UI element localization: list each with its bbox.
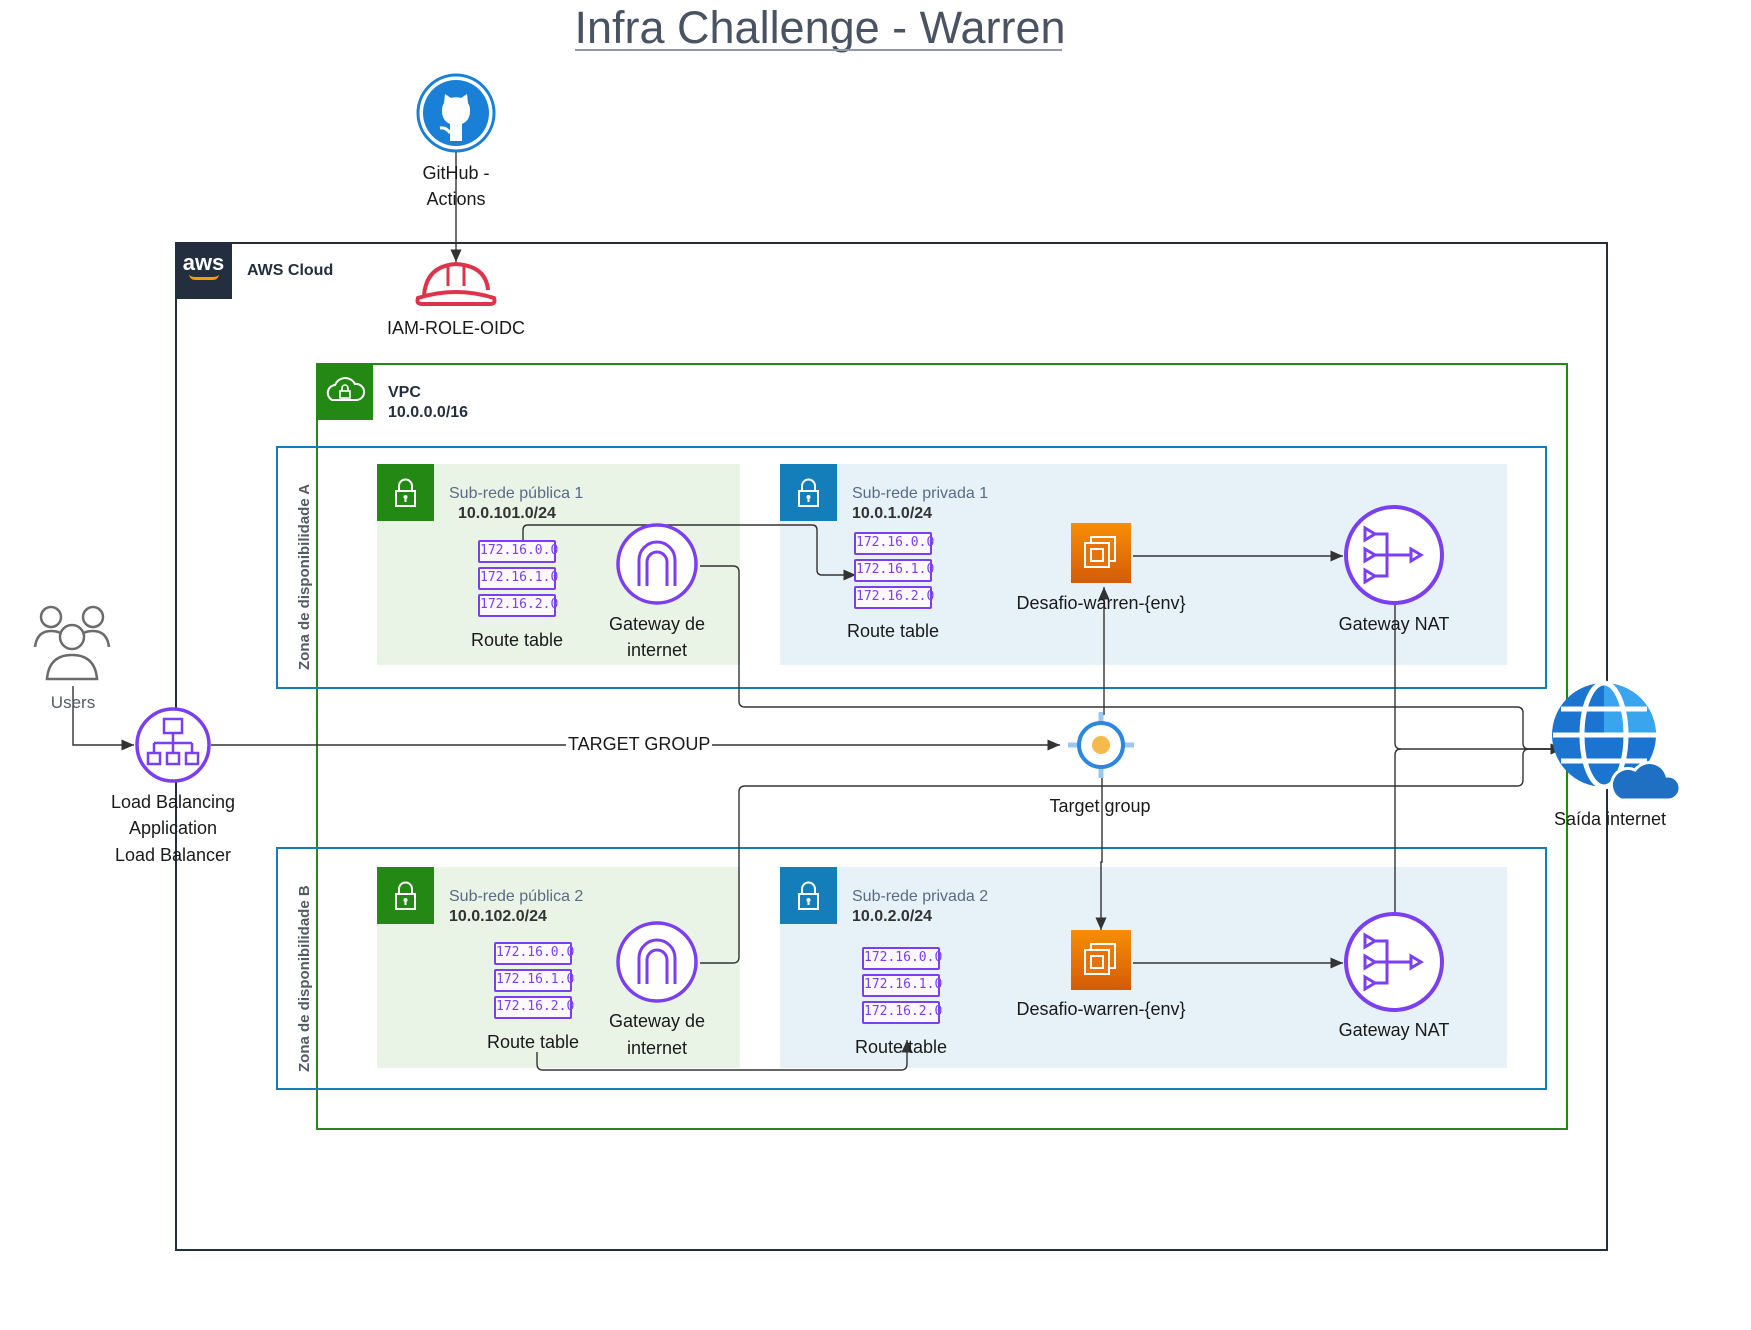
public-subnet-2-cidr: 10.0.102.0/24 <box>449 908 547 925</box>
edge-rt2-rt-priv2 <box>536 1040 913 1071</box>
private-subnet-1-name: Sub-rede privada 1 <box>852 485 989 502</box>
private-subnet-1-lock-icon <box>780 464 837 521</box>
route-entry: 172.16.0.0 <box>478 540 558 563</box>
users-icon <box>33 605 111 681</box>
route-entry: 172.16.1.0 <box>854 559 934 582</box>
diagram-title: Infra Challenge - Warren <box>574 2 1066 53</box>
public-subnet-1-name: Sub-rede pública 1 <box>449 485 584 502</box>
title-underline <box>575 49 1062 51</box>
target-group-label: Target group <box>1049 796 1151 816</box>
edge-igw2-internet <box>700 743 1563 964</box>
route-table-private-1[interactable]: 172.16.0.0 172.16.1.0 172.16.2.0 <box>854 532 934 613</box>
availability-zone-b <box>276 847 1547 1090</box>
route-entry: 172.16.0.0 <box>494 942 574 965</box>
route-table-private-1-label: Route table <box>846 621 940 641</box>
github-label-line1: GitHub - <box>422 163 490 183</box>
route-entry: 172.16.0.0 <box>854 532 934 555</box>
alb-label-line3: Load Balancer <box>114 845 232 865</box>
route-entry: 172.16.0.0 <box>862 947 942 970</box>
igw-2-label-line2: internet <box>626 1038 688 1058</box>
public-subnet-2-lock-icon <box>377 867 434 924</box>
vpc-name: VPC <box>388 384 421 401</box>
internet-label: Saída internet <box>1553 809 1667 829</box>
aws-logo-icon: aws <box>175 242 232 299</box>
nat-b-label: Gateway NAT <box>1338 1020 1450 1040</box>
public-subnet-2-name: Sub-rede pública 2 <box>449 888 584 905</box>
public-subnet-1-lock-icon <box>377 464 434 521</box>
route-entry: 172.16.2.0 <box>854 586 934 609</box>
private-subnet-2-cidr: 10.0.2.0/24 <box>852 908 933 925</box>
nat-gateway-icon <box>1344 912 1444 1012</box>
iam-role-label: IAM-ROLE-OIDC <box>386 318 525 338</box>
users-label: Users <box>50 693 96 712</box>
route-entry: 172.16.1.0 <box>862 974 942 997</box>
nat-gateway-icon <box>1344 505 1444 605</box>
route-entry: 172.16.1.0 <box>494 969 574 992</box>
load-balancer-icon <box>135 707 211 783</box>
edge-targetgroup-ec2-b <box>1095 775 1107 930</box>
route-entry: 172.16.2.0 <box>494 996 574 1019</box>
route-table-public-2-label: Route table <box>486 1032 580 1052</box>
route-table-public-1[interactable]: 172.16.0.0 172.16.1.0 172.16.2.0 <box>478 540 558 621</box>
vpc-cloud-lock-icon <box>316 363 373 420</box>
igw-1-label-line1: Gateway de <box>608 614 706 634</box>
target-group-edge-label: TARGET GROUP <box>566 734 713 755</box>
alb-label-line1: Load Balancing <box>110 792 236 812</box>
iam-role-helmet-icon <box>415 261 497 306</box>
internet-gateway-icon <box>616 523 698 605</box>
private-subnet-2-name: Sub-rede privada 2 <box>852 888 989 905</box>
route-entry: 172.16.1.0 <box>478 567 558 590</box>
nat-a-label: Gateway NAT <box>1338 614 1450 634</box>
route-entry: 172.16.2.0 <box>862 1001 942 1024</box>
edge-rt1-rt-priv1 <box>522 524 856 581</box>
route-table-private-2[interactable]: 172.16.0.0 172.16.1.0 172.16.2.0 <box>862 947 942 1028</box>
private-subnet-1-cidr: 10.0.1.0/24 <box>852 505 933 522</box>
edge-nat2-internet <box>1394 748 1402 912</box>
aws-cloud-label: AWS Cloud <box>247 262 334 279</box>
route-entry: 172.16.2.0 <box>478 594 558 617</box>
vpc-cidr: 10.0.0.0/16 <box>388 404 469 421</box>
internet-gateway-icon <box>616 921 698 1003</box>
ec2-a-label: Desafio-warren-{env} <box>1016 593 1186 613</box>
target-group-icon <box>1068 712 1134 778</box>
internet-globe-icon <box>1552 680 1682 802</box>
alb-label-line2: Application <box>128 818 218 838</box>
private-subnet-2-lock-icon <box>780 867 837 924</box>
ec2-b-label: Desafio-warren-{env} <box>1016 999 1186 1019</box>
igw-2-label-line1: Gateway de <box>608 1011 706 1031</box>
ec2-instance-icon[interactable] <box>1071 523 1131 583</box>
edge-igw1-internet <box>700 565 1563 755</box>
route-table-public-1-label: Route table <box>470 630 564 650</box>
github-icon <box>416 73 496 153</box>
route-table-public-2[interactable]: 172.16.0.0 172.16.1.0 172.16.2.0 <box>494 942 574 1023</box>
public-subnet-1-cidr: 10.0.101.0/24 <box>458 505 556 522</box>
edge-users-alb <box>72 686 134 751</box>
github-label-line2: Actions <box>426 189 486 209</box>
route-table-private-2-label: Route table <box>854 1037 948 1057</box>
availability-zone-a <box>276 446 1547 689</box>
igw-1-label-line2: internet <box>626 640 688 660</box>
ec2-instance-icon[interactable] <box>1071 930 1131 990</box>
